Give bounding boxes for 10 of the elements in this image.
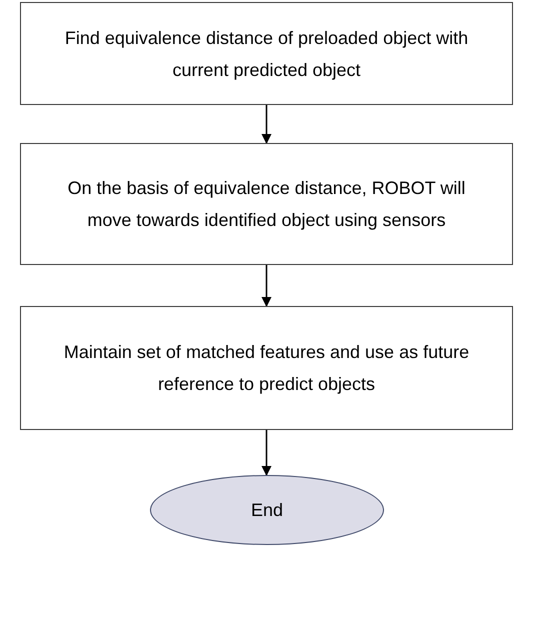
arrow: [262, 105, 272, 144]
arrow: [262, 430, 272, 476]
node-text: Maintain set of matched features and use as future reference to predict objects: [62, 341, 470, 396]
process-box: [20, 306, 513, 430]
node-text: End: [250, 499, 284, 522]
arrow: [262, 265, 272, 307]
process-box: [20, 2, 513, 105]
node-text: Find equivalence distance of preloaded object with current predicted object: [64, 26, 470, 82]
node-text: On the basis of equivalence distance, ROBOT will move towards identified object using sensors: [66, 177, 466, 232]
process-box: [20, 143, 513, 265]
